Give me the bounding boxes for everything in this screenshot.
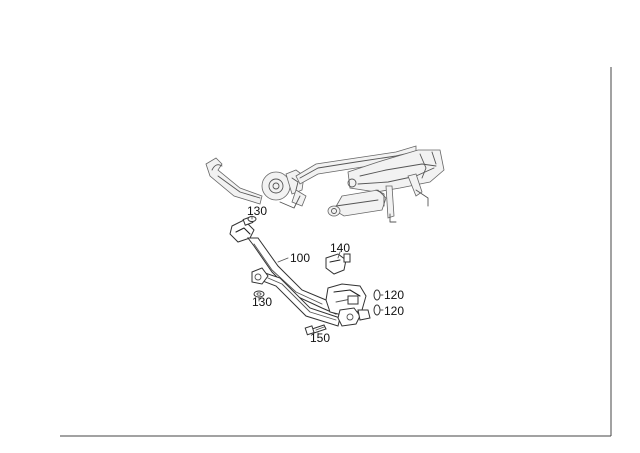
callout-140: 140 bbox=[330, 241, 350, 255]
leader-lines bbox=[251, 215, 384, 337]
coolant-pipe-assembly bbox=[229, 216, 371, 327]
callout-120-top: 120 bbox=[384, 288, 404, 302]
callout-150: 150 bbox=[310, 331, 330, 345]
callout-100: 100 bbox=[290, 251, 310, 265]
callout-120-bottom: 120 bbox=[384, 304, 404, 318]
callout-130-bottom: 130 bbox=[252, 295, 272, 309]
callout-130-top: 130 bbox=[247, 204, 267, 218]
background-assembly bbox=[205, 145, 445, 223]
small-parts bbox=[247, 216, 381, 336]
